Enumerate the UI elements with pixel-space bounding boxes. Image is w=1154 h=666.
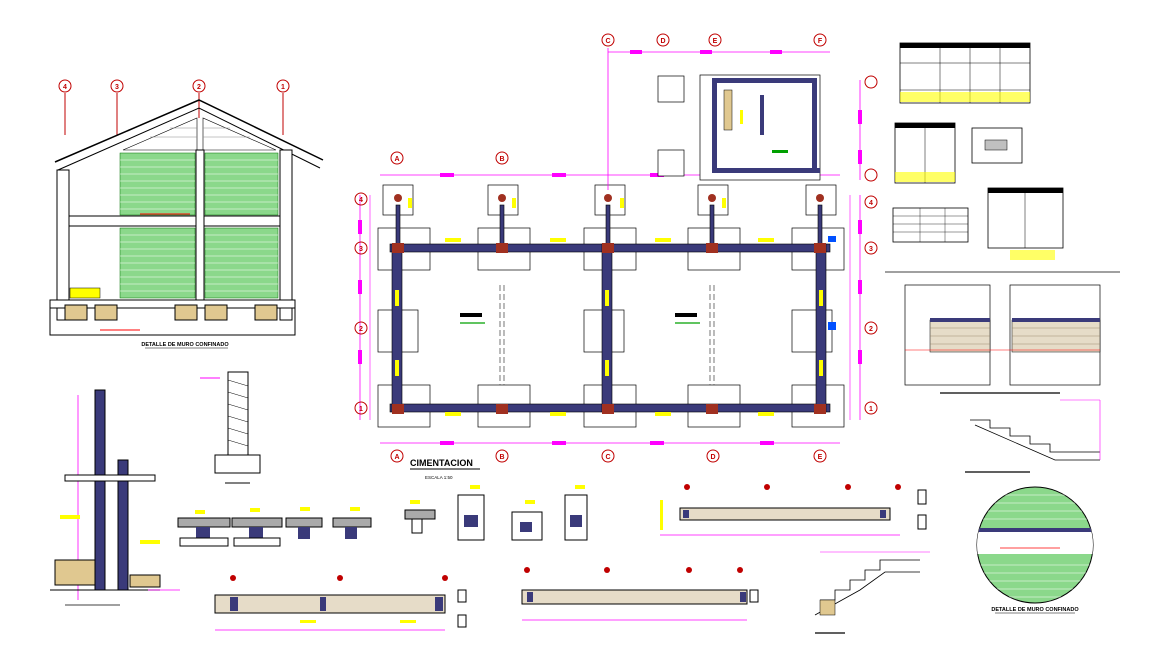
- plan-axis-label: C: [605, 454, 610, 461]
- wall-section-elevation: 4 3 2 1: [49, 79, 324, 349]
- beam-elevation-right: [660, 484, 927, 536]
- mid-beam: [68, 215, 281, 227]
- circle-detail-title: DETALLE DE MURO CONFINADO: [991, 607, 1079, 613]
- plan-axis-3-right: 3: [864, 241, 878, 255]
- plan-axis-label: 4: [359, 197, 363, 204]
- plan-axis-2-left: 2: [354, 321, 368, 335]
- footing-detail: [511, 500, 543, 541]
- plan-axis-b-bottom: B: [495, 449, 509, 463]
- section-axis-4: 4: [58, 79, 72, 135]
- beam-elevation-middle: [521, 567, 759, 621]
- wall-footing-section: [885, 271, 1120, 394]
- column-schedule-table-top: [899, 42, 1031, 104]
- brick-panel-upper-right: [204, 152, 279, 216]
- plan-axis-a-bottom: A: [390, 449, 404, 463]
- plan-axis-label: 2: [869, 326, 873, 333]
- plan-axis-label: B: [499, 454, 504, 461]
- footing-detail: [332, 507, 372, 539]
- stair-detail-bottom: [814, 551, 930, 634]
- section-foundation: [49, 299, 296, 309]
- plan-axis-label: 4: [869, 200, 873, 207]
- plan-axis-3-left: 3: [354, 241, 368, 255]
- beam-elevation-left: [214, 575, 467, 631]
- plan-axis-a-top: A: [390, 151, 404, 165]
- stair-detail-right: [965, 399, 1101, 473]
- plan-axis-2-right: 2: [864, 321, 878, 335]
- plan-title: CIMENTACION: [410, 458, 473, 468]
- footing-detail: [231, 508, 283, 547]
- column-schedule-table-mid: [894, 122, 1023, 184]
- plan-axis-1-right: 1: [864, 401, 878, 415]
- section-axis-label: 2: [197, 84, 201, 91]
- footing-detail: [177, 510, 231, 547]
- right-wall: [279, 149, 293, 321]
- plan-axis-label: 1: [869, 406, 873, 413]
- plan-axis-label: A: [394, 454, 399, 461]
- plan-axis-label: B: [499, 156, 504, 163]
- gable-brick-left: [122, 117, 198, 151]
- footing-detail: [457, 485, 485, 541]
- plan-axis-label: 1: [359, 406, 363, 413]
- plan-axis-label: D: [710, 454, 715, 461]
- section-axis-1: 1: [276, 79, 290, 135]
- plan-axis-label: 2: [359, 326, 363, 333]
- column-detail-small: [200, 371, 261, 484]
- section-title: DETALLE DE MURO CONFINADO: [141, 342, 229, 348]
- plan-axis-label: A: [394, 156, 399, 163]
- roof-outline: [54, 99, 324, 163]
- plan-axis-4-left: 4: [354, 192, 368, 206]
- section-axis-3: 3: [110, 79, 124, 135]
- plan-axis-b-top: B: [495, 151, 509, 165]
- circular-wall-detail: DETALLE DE MURO CONFINADO: [976, 486, 1094, 614]
- annex-axis-label: D: [660, 38, 665, 45]
- gable-brick-right: [202, 117, 277, 151]
- plan-axis-label: 3: [359, 246, 363, 253]
- footing-detail: [285, 507, 323, 539]
- plan-axis-d-bottom: D: [706, 449, 720, 463]
- foundation-plan: A B A B C D E 4 3 2 1 4 3 2 1 CIMENTACIO…: [354, 151, 878, 480]
- plan-axis-c-bottom: C: [601, 449, 615, 463]
- annex-plan: C D E F: [601, 33, 878, 190]
- plan-subtitle: ESCALA 1:50: [425, 475, 453, 480]
- brick-panel-upper-left: [119, 152, 196, 216]
- section-axis-label: 3: [115, 84, 119, 91]
- plan-axis-1-left: 1: [354, 401, 368, 415]
- column-schedule-table-low: [892, 187, 1064, 260]
- section-axis-label: 1: [281, 84, 285, 91]
- section-axis-2: 2: [192, 79, 206, 118]
- plan-axis-label: E: [818, 454, 823, 461]
- annex-axis-label: C: [605, 38, 610, 45]
- plan-axis-e-bottom: E: [813, 449, 827, 463]
- plan-axis-4-right: 4: [864, 195, 878, 209]
- left-wall: [56, 169, 70, 321]
- plan-axis-label: 3: [869, 246, 873, 253]
- column-detail-tall: [50, 389, 180, 606]
- annex-axis-label: E: [713, 38, 718, 45]
- footing-detail: [404, 500, 436, 534]
- footing-details-row: [177, 485, 588, 547]
- section-axis-label: 4: [63, 84, 67, 91]
- footing-detail: [564, 485, 588, 541]
- annex-axis-label: F: [818, 38, 823, 45]
